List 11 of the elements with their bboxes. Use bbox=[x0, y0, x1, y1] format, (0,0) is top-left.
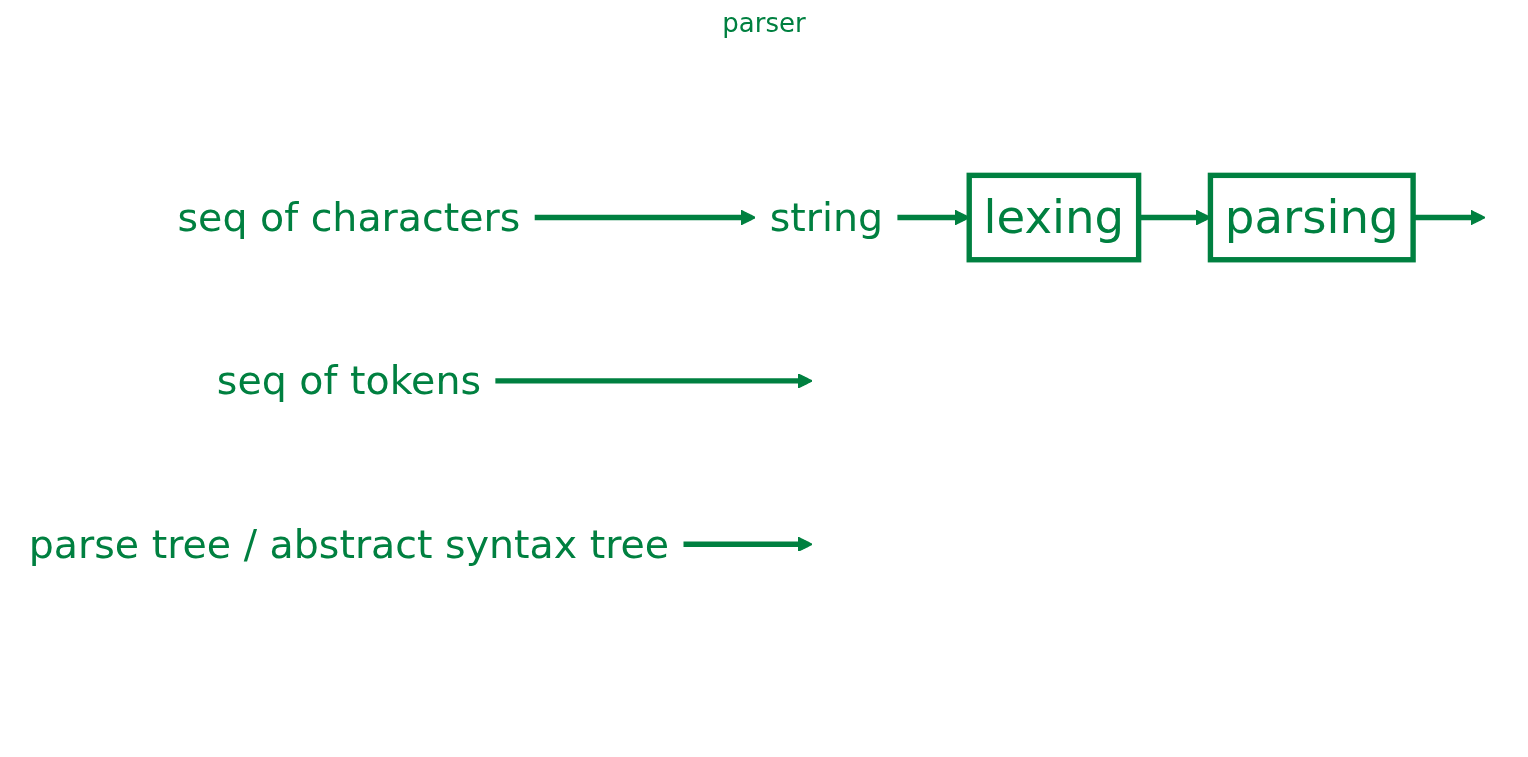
node-box: lexing bbox=[966, 172, 1142, 263]
bracket-label: parser bbox=[722, 8, 806, 38]
node-text: seq of characters bbox=[177, 194, 521, 240]
node-text: parse tree / abstract syntax tree bbox=[28, 521, 670, 567]
leader-arrow bbox=[495, 372, 813, 389]
node-text: seq of tokens bbox=[216, 358, 482, 404]
leader-arrow bbox=[683, 536, 813, 552]
arrow bbox=[534, 209, 756, 226]
node-box: parsing bbox=[1207, 172, 1416, 263]
arrow bbox=[1413, 209, 1486, 226]
node-text: string bbox=[769, 194, 884, 240]
